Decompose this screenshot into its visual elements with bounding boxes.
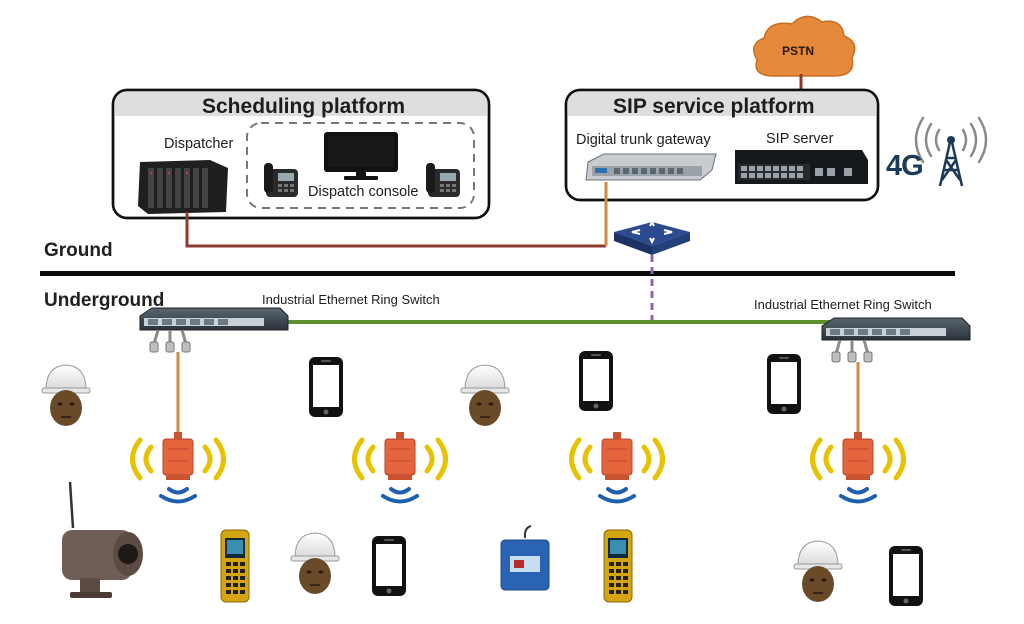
smartphone-1-icon bbox=[309, 357, 343, 417]
base-station-2-icon bbox=[355, 432, 446, 502]
drop-links bbox=[176, 352, 860, 434]
rugged-phone-2-icon bbox=[603, 529, 633, 603]
ring-switch-left-icon bbox=[138, 306, 290, 354]
worker-1-icon bbox=[41, 364, 91, 427]
smartphone-3-icon bbox=[767, 354, 801, 414]
rugged-phone-1-icon bbox=[220, 529, 250, 603]
dispatcher-server-icon bbox=[138, 160, 228, 214]
scheduling-platform-title: Scheduling platform bbox=[202, 95, 406, 118]
explosion-proof-camera-icon bbox=[62, 481, 143, 598]
ground-label: Ground bbox=[44, 240, 113, 261]
digital-trunk-gateway-icon bbox=[585, 153, 717, 181]
ring-switch-right-icon bbox=[820, 316, 972, 364]
ring-switch-right-label: Industrial Ethernet Ring Switch bbox=[754, 297, 932, 312]
pstn-label: PSTN bbox=[782, 44, 815, 58]
sip-server-icon bbox=[735, 150, 868, 184]
ground-ethernet-links bbox=[185, 182, 608, 248]
underground-label: Underground bbox=[44, 290, 165, 311]
base-station-4-icon bbox=[813, 432, 904, 502]
base-station-3-icon bbox=[572, 432, 663, 502]
sip-platform-title: SIP service platform bbox=[613, 95, 815, 118]
digital-trunk-gateway-label: Digital trunk gateway bbox=[576, 132, 711, 148]
smartphone-2-icon bbox=[579, 351, 613, 411]
dispatcher-label: Dispatcher bbox=[164, 136, 234, 152]
worker-3-icon bbox=[290, 532, 340, 595]
base-station-1-icon bbox=[133, 432, 224, 502]
pstn-cloud-icon bbox=[753, 15, 856, 77]
smartphone-5-icon bbox=[889, 546, 923, 606]
ring-switch-left-label: Industrial Ethernet Ring Switch bbox=[262, 292, 440, 307]
badge-4g: 4G bbox=[886, 150, 924, 182]
worker-2-icon bbox=[460, 364, 510, 427]
dispatch-console-label: Dispatch console bbox=[308, 184, 419, 200]
sip-server-label: SIP server bbox=[766, 131, 834, 147]
worker-4-icon bbox=[793, 540, 843, 603]
core-switch-icon bbox=[614, 219, 690, 255]
gas-sensor-icon bbox=[500, 525, 550, 591]
ground-divider bbox=[40, 271, 955, 276]
dispatch-console-area bbox=[246, 122, 475, 209]
cell-tower-icon bbox=[914, 116, 988, 187]
smartphone-4-icon bbox=[372, 536, 406, 596]
dispatch-monitor-icon bbox=[324, 132, 398, 180]
